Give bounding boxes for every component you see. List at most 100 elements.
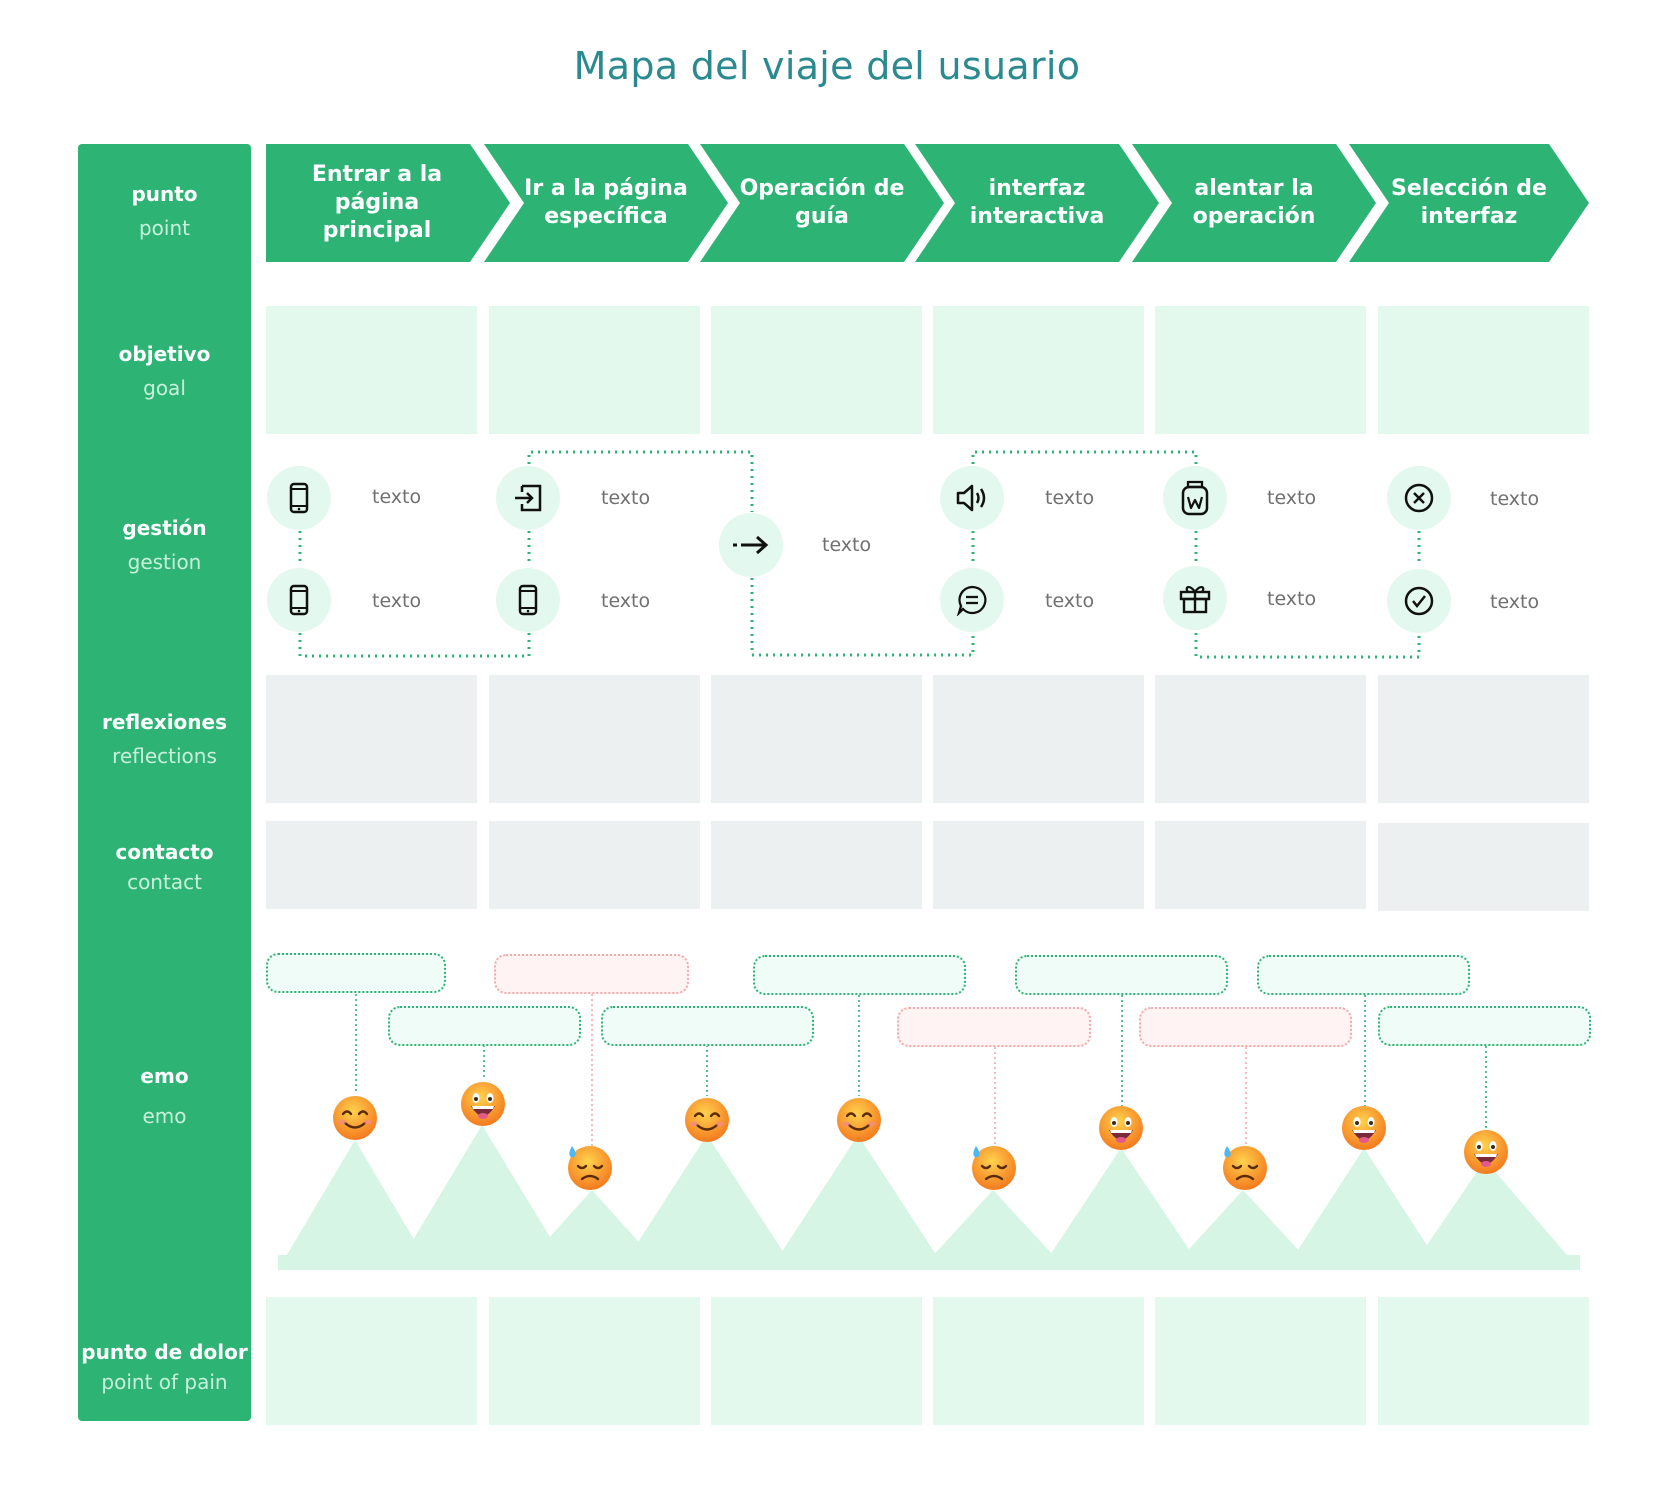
touchpoint-5[interactable] — [719, 513, 783, 577]
reflection-cell-1[interactable] — [266, 675, 477, 803]
emotion-note-6[interactable] — [897, 1007, 1091, 1047]
row-label-reflections-en: reflections — [112, 744, 217, 768]
goal-cell-2[interactable] — [489, 306, 700, 434]
row-label-goal-en: goal — [143, 376, 186, 400]
goal-cell-4[interactable] — [933, 306, 1144, 434]
emotion-note-4[interactable] — [601, 1006, 814, 1046]
row-label-gestion-es: gestión — [122, 516, 207, 540]
grin-emoji-icon — [461, 1082, 505, 1126]
pain-cell-3[interactable] — [711, 1297, 922, 1425]
goal-cell-1[interactable] — [266, 306, 477, 434]
sad-emoji-icon — [972, 1146, 1016, 1190]
touchpoint-2-label: texto — [372, 590, 422, 612]
check-circle-icon — [1404, 586, 1434, 616]
touchpoint-10-label: texto — [1490, 488, 1540, 510]
emotion-note-2[interactable] — [388, 1006, 581, 1046]
emotion-note-10[interactable] — [1378, 1006, 1591, 1046]
emotion-note-9[interactable] — [1257, 955, 1470, 995]
goal-cell-6[interactable] — [1378, 306, 1589, 434]
speaker-icon — [956, 484, 986, 512]
stage-1-chevron — [266, 144, 510, 262]
touchpoint-11[interactable] — [1387, 569, 1451, 633]
smile-emoji-icon — [837, 1098, 881, 1142]
row-label-goal-es: objetivo — [118, 342, 211, 366]
stage-4-chevron — [915, 144, 1159, 262]
emotion-note-1[interactable] — [266, 953, 446, 993]
reflection-cell-3[interactable] — [711, 675, 922, 803]
reflection-cell-5[interactable] — [1155, 675, 1366, 803]
mountain-5 — [770, 1135, 946, 1270]
row-label-contact: contacto contact — [78, 840, 251, 894]
touchpoint-3-label: texto — [601, 487, 651, 509]
touchpoint-4[interactable] — [496, 568, 560, 632]
pain-cell-4[interactable] — [933, 1297, 1144, 1425]
pain-cell-2[interactable] — [489, 1297, 700, 1425]
contact-cell-1[interactable] — [266, 821, 477, 909]
touchpoint-9[interactable] — [1163, 566, 1227, 630]
row-label-contact-es: contacto — [115, 840, 214, 864]
goal-cell-5[interactable] — [1155, 306, 1366, 434]
sad-emoji-icon — [568, 1146, 612, 1190]
login-icon — [515, 484, 542, 512]
touchpoint-6-label: texto — [1045, 487, 1095, 509]
touchpoint-6[interactable] — [940, 466, 1004, 530]
row-label-pain: punto de dolor point of pain — [78, 1340, 251, 1394]
mountain-8 — [1170, 1190, 1317, 1270]
touchpoint-10[interactable] — [1387, 466, 1451, 530]
row-label-goal: objetivo goal — [78, 342, 251, 400]
reflection-cell-4[interactable] — [933, 675, 1144, 803]
emotion-note-7[interactable] — [1015, 955, 1228, 995]
row-label-gestion-en: gestion — [127, 550, 202, 574]
touchpoint-3[interactable] — [496, 466, 560, 530]
contact-cell-5[interactable] — [1155, 821, 1366, 909]
stage-6-chevron — [1349, 144, 1589, 262]
chat-icon — [956, 585, 987, 616]
mountain-3 — [520, 1190, 664, 1270]
emotion-note-3[interactable] — [494, 954, 689, 994]
arrow-right-icon — [733, 535, 769, 555]
contact-cell-6[interactable] — [1378, 823, 1589, 911]
contact-cell-3[interactable] — [711, 821, 922, 909]
row-label-point-en: point — [138, 216, 190, 240]
row-label-reflections-es: reflexiones — [101, 710, 228, 734]
close-circle-icon — [1404, 483, 1434, 513]
mountain-1 — [278, 1140, 432, 1270]
sad-emoji-icon — [1223, 1146, 1267, 1190]
row-label-emo: emo emo — [78, 1064, 251, 1128]
contact-cell-2[interactable] — [489, 821, 700, 909]
touchpoint-7[interactable] — [940, 568, 1004, 632]
phone-icon — [518, 584, 538, 616]
mountain-9 — [1285, 1148, 1443, 1270]
row-label-gestion: gestión gestion — [78, 516, 251, 574]
emotion-note-5[interactable] — [753, 955, 966, 995]
mountain-base — [278, 1255, 1580, 1270]
stage-5-chevron — [1132, 144, 1376, 262]
reflection-cell-2[interactable] — [489, 675, 700, 803]
grin-emoji-icon — [1464, 1130, 1508, 1174]
pain-cell-5[interactable] — [1155, 1297, 1366, 1425]
pain-cell-6[interactable] — [1378, 1297, 1589, 1425]
page-title: Mapa del viaje del usuario — [573, 44, 1081, 88]
touchpoint-1[interactable] — [267, 466, 331, 530]
goal-cell-3[interactable] — [711, 306, 922, 434]
contact-cell-4[interactable] — [933, 821, 1144, 909]
touchpoint-2[interactable] — [267, 568, 331, 632]
row-label-pain-en: point of pain — [101, 1370, 228, 1394]
row-label-emo-en: emo — [142, 1104, 187, 1128]
row-label-reflections: reflexiones reflections — [78, 710, 251, 768]
reflection-cell-6[interactable] — [1378, 675, 1589, 803]
touchpoint-1-label: texto — [372, 486, 422, 508]
touchpoint-11-label: texto — [1490, 591, 1540, 613]
emotion-note-8[interactable] — [1139, 1007, 1352, 1047]
pain-cell-1[interactable] — [266, 1297, 477, 1425]
touchpoint-8[interactable] — [1163, 466, 1227, 530]
